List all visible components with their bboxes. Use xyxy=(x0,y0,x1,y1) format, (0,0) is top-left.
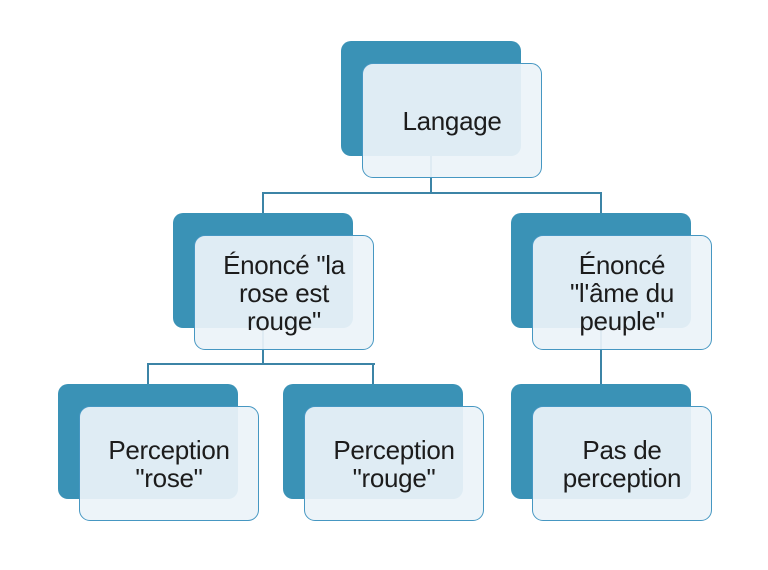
node-enonce-ame-front-shape: Énoncé "l'âme du peuple" xyxy=(532,235,712,350)
node-langage: Langage xyxy=(341,41,542,178)
node-perception-rouge-label: Perception "rouge" xyxy=(333,434,455,493)
connector-drop-perception-rose xyxy=(147,363,149,393)
connector-drop-enonce-rose xyxy=(262,192,264,222)
node-pas-de-perception: Pas de perception xyxy=(511,384,712,521)
node-perception-rose-label: Perception "rose" xyxy=(108,434,230,493)
node-langage-label: Langage xyxy=(402,105,502,136)
connector-lower-bar xyxy=(147,363,375,365)
connector-drop-perception-rouge xyxy=(372,363,374,393)
node-pas-de-perception-label: Pas de perception xyxy=(562,434,682,493)
connector-drop-enonce-ame xyxy=(600,192,602,222)
node-pas-de-perception-front-shape: Pas de perception xyxy=(532,406,712,521)
node-perception-rose: Perception "rose" xyxy=(58,384,259,521)
node-perception-rose-front-shape: Perception "rose" xyxy=(79,406,259,521)
node-enonce-rose: Énoncé "la rose est rouge" xyxy=(173,213,374,350)
node-perception-rouge-front-shape: Perception "rouge" xyxy=(304,406,484,521)
node-enonce-ame-label: Énoncé "l'âme du peuple" xyxy=(570,249,674,336)
node-langage-front-shape: Langage xyxy=(362,63,542,178)
node-enonce-rose-label: Énoncé "la rose est rouge" xyxy=(223,249,345,336)
connector-top-bar xyxy=(262,192,602,194)
node-enonce-rose-front-shape: Énoncé "la rose est rouge" xyxy=(194,235,374,350)
node-perception-rouge: Perception "rouge" xyxy=(283,384,484,521)
node-enonce-ame: Énoncé "l'âme du peuple" xyxy=(511,213,712,350)
